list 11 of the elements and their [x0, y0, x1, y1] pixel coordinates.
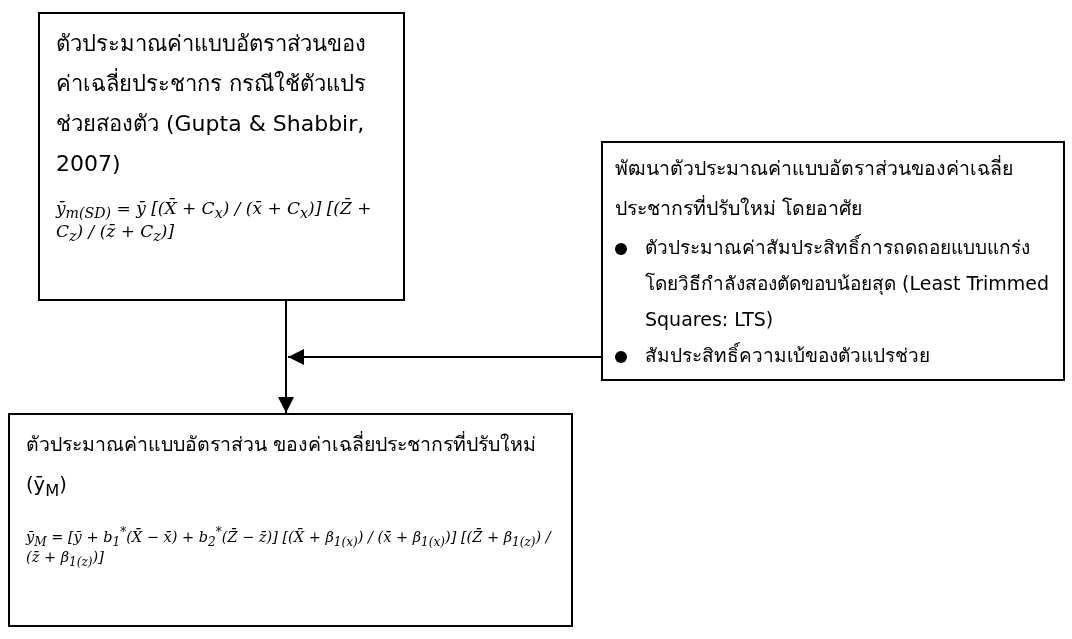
text-box	[8, 413, 573, 627]
heading-text: ตัวประมาณค่าแบบอัตราส่วน ของค่าเฉลี่ยประชากรที่ปรับใหม่ (ȳ$_{M}$)	[26, 433, 537, 496]
heading-text: ตัวประมาณค่าแบบอัตราส่วนของค่าเฉลี่ยประชากร กรณีใช้ตัวแปรช่วยสองตัว (Gupta & Shabbir, 2007)	[56, 31, 366, 176]
heading-text: พัฒนาตัวประมาณค่าแบบอัตราส่วนของค่าเฉลี่ยประชากรที่ปรับใหม่ โดยอาศัย	[615, 157, 1013, 220]
text-box	[601, 141, 1065, 381]
text-box	[38, 12, 405, 301]
bullet-item: สัมประสิทธิ์ความเบ้ของตัวแปรช่วย	[645, 344, 930, 366]
formula: ȳ$_{m(SD)}$ = ȳ [(X̄ + C$_{x}$) / (x̄ + C$_{x}$)] [(Z̄ + C$_{z}$) / (z̄ + C$_{z}$)]	[56, 198, 372, 242]
arrow	[278, 300, 294, 414]
arrow	[287, 349, 602, 365]
bullet-item: ตัวประมาณค่าสัมประสิทธิ์การถดถอยแบบแกร่งโดยวิธีกำลังสองตัดขอบน้อยสุด (Least Trimmed Squares: LTS)	[645, 236, 1050, 330]
